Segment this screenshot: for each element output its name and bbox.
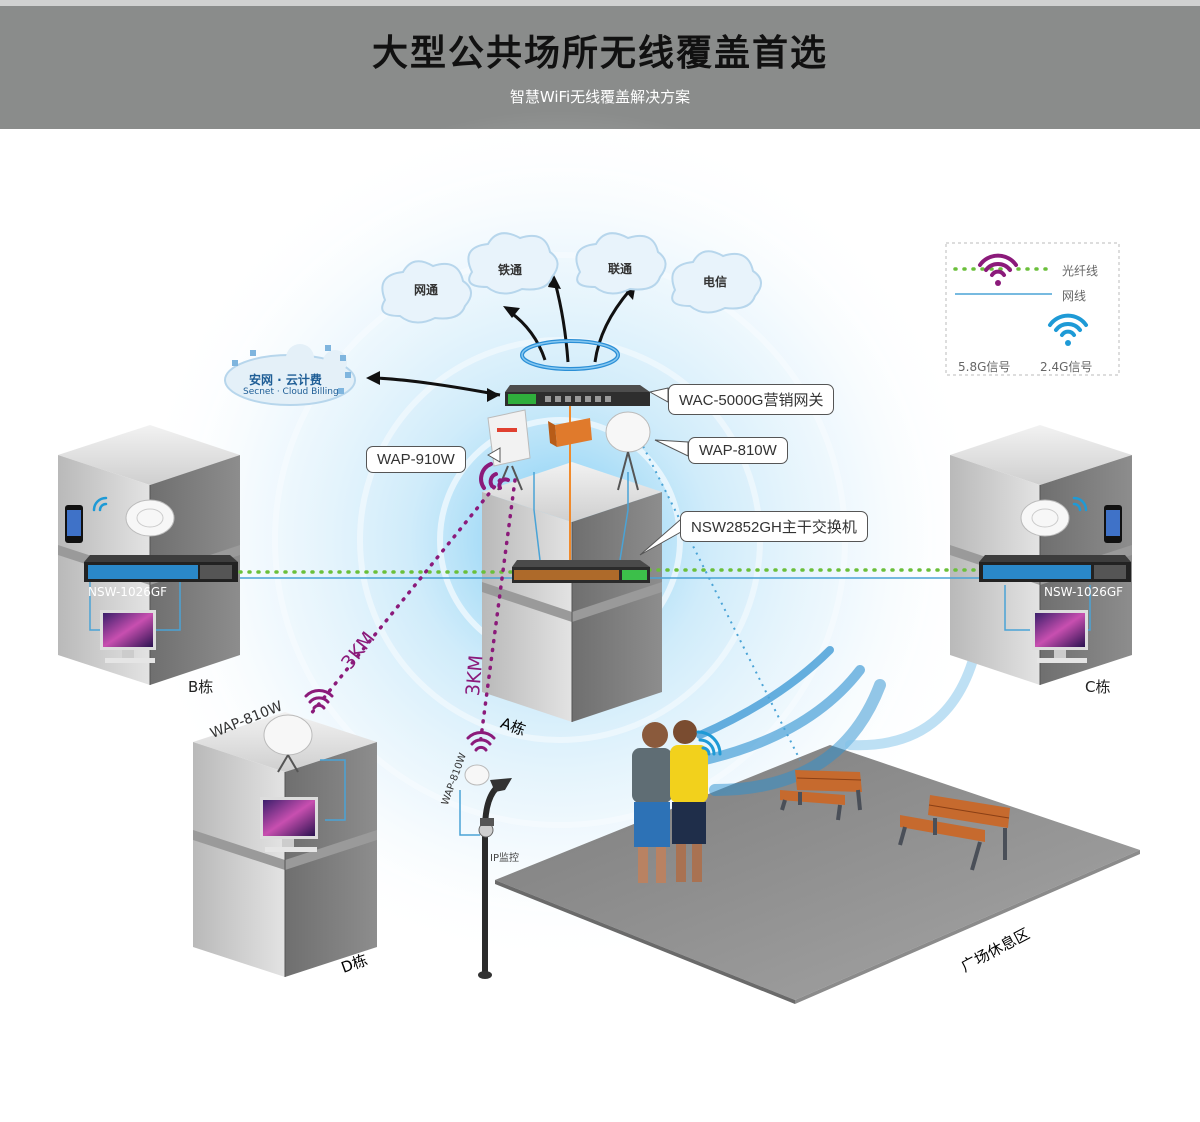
cloud-label-tietong: 铁通 <box>498 263 523 277</box>
legend-cable-label: 网线 <box>1062 289 1087 303</box>
legend-24g-label: 2.4G信号 <box>1040 360 1093 374</box>
wifi-signal-purple-pole <box>466 731 496 752</box>
cloud-liantong <box>575 232 667 295</box>
cloud-label-secnet-sub: Secnet · Cloud Billing <box>243 387 339 397</box>
d-ap-device <box>263 714 313 773</box>
lamp-pole <box>464 764 512 979</box>
building-c-label: C栋 <box>1085 678 1111 696</box>
wifi-signal-blue-b <box>92 496 108 512</box>
distance-center-label: 3KM <box>462 654 488 697</box>
c-computer-icon <box>1032 610 1088 663</box>
header-banner <box>0 6 1200 129</box>
legend-box <box>945 242 1120 376</box>
cloud-label-secnet: 安网 · 云计费 <box>249 373 322 387</box>
b-ap-device <box>125 499 175 537</box>
fiber-links <box>238 568 1002 574</box>
callout-wap810-center: WAP-810W <box>688 437 788 464</box>
b-switch-device <box>84 555 238 582</box>
internet-arrows <box>374 281 632 397</box>
firewall-icon <box>548 418 592 447</box>
cloud-dianxin <box>671 250 762 314</box>
cloud-secnet <box>224 344 356 406</box>
legend-58g-label: 5.8G信号 <box>958 360 1011 374</box>
bench-1 <box>780 770 862 821</box>
b-switch-label: NSW-1026GF <box>88 585 168 599</box>
callout-wac: WAC-5000G营销网关 <box>668 384 835 415</box>
page-title: 大型公共场所无线覆盖首选 <box>371 33 828 74</box>
legend-fiber-label: 光纤线 <box>1062 264 1099 278</box>
c-phone-icon <box>1104 505 1122 543</box>
top-strip <box>0 0 1200 6</box>
nsw-main-switch <box>512 560 650 583</box>
cloud-label-liantong: 联通 <box>608 262 633 276</box>
callout-wap910: WAP-910W <box>366 446 466 473</box>
cloud-tietong <box>467 232 559 295</box>
bench-2 <box>898 795 1010 871</box>
cloud-wangtong <box>381 260 472 324</box>
building-a <box>482 462 662 722</box>
camera-label: IP监控 <box>490 853 519 864</box>
wifi-signal-purple-d <box>304 689 334 710</box>
page-subtitle: 智慧WiFi无线覆盖解决方案 <box>509 88 691 106</box>
wifi-signal-blue-people <box>696 730 722 756</box>
network-cables <box>89 472 1091 836</box>
wireless-bridge-links <box>308 478 517 747</box>
cloud-label-wangtong: 网通 <box>414 283 439 297</box>
c-switch-label: NSW-1026GF <box>1044 585 1124 599</box>
b-computer-icon <box>100 610 156 663</box>
callout-nsw-main: NSW2852GH主干交换机 <box>680 511 868 542</box>
cloud-label-dianxin: 电信 <box>703 275 728 289</box>
wac-gateway-device <box>505 385 650 406</box>
wifi-signal-purple-910 <box>479 462 510 490</box>
c-ap-device <box>1020 499 1070 537</box>
wifi-signal-blue-c <box>1072 496 1088 512</box>
building-b-label: B栋 <box>188 678 214 696</box>
d-computer-icon <box>260 797 318 852</box>
b-phone-icon <box>65 505 83 543</box>
c-switch-device <box>979 555 1131 582</box>
people-figures <box>632 720 708 883</box>
wap810-center-device <box>605 411 651 491</box>
